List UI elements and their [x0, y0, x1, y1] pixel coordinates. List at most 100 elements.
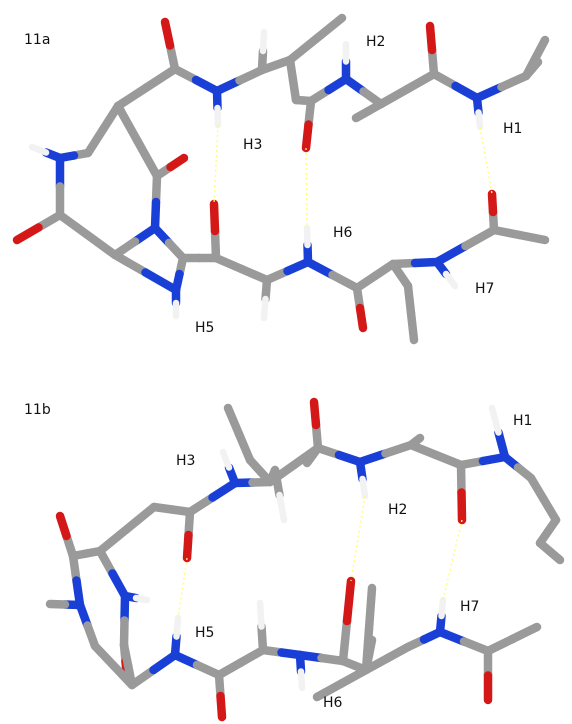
bond-h3-n3	[214, 104, 222, 129]
bond-r1-c1	[83, 125, 108, 158]
bond-ca2-c2p	[376, 84, 412, 109]
bond-o9-c9	[166, 153, 189, 172]
bond-c3x-c3p	[302, 451, 317, 468]
bond-c1-c9	[113, 101, 142, 146]
bond-c6-o6	[338, 616, 352, 666]
hydrogen-bond-h2-o6	[350, 495, 366, 582]
bond-h1-n1	[488, 404, 502, 436]
bond-c2-c1	[142, 64, 180, 92]
bond-cb3e-cb3	[223, 403, 244, 439]
bond-ca2b-ca2	[411, 433, 425, 446]
bond-cb3-cb3e	[285, 34, 321, 65]
bond-ce1-n1	[497, 71, 531, 92]
bond-ca3-c3p	[265, 460, 299, 487]
bond-h5-n5	[173, 614, 182, 640]
panel-11b-bonds	[45, 397, 565, 722]
bond-c4-ca4	[211, 253, 246, 274]
bond-h3b-cb3d	[276, 491, 288, 524]
panel-11b-h5-label: H5	[195, 625, 214, 641]
bond-cb3-cb3e	[234, 429, 255, 465]
hydrogen-bond-o3-h6	[305, 147, 308, 229]
bond-c10-c11	[55, 210, 92, 240]
panel-11b-label: 11b	[24, 402, 51, 418]
panel-11a-hbonds	[213, 124, 493, 229]
hydrogen-bond-h1-o7	[479, 126, 493, 195]
bond-cb6-ca6	[364, 583, 377, 634]
bond-c7-n7	[459, 637, 493, 656]
bond-o4-c4	[216, 691, 227, 722]
bond-h2-n2	[359, 475, 369, 500]
bond-n11-c9	[150, 197, 161, 233]
bond-c1h-c1g	[545, 547, 565, 565]
bond-c11-n5	[110, 250, 150, 277]
bond-c7-n7	[461, 225, 499, 251]
bond-ca2-n2	[381, 440, 416, 458]
bond-ca4-c4	[237, 264, 272, 285]
bond-h3-n3	[219, 448, 233, 471]
bond-ca2-c2p	[406, 440, 441, 460]
bond-ce2-ce1	[531, 35, 550, 63]
bond-n2-ca2	[355, 449, 390, 467]
panel-11a-h3-label: H3	[243, 137, 262, 153]
bond-h7-n7	[438, 596, 447, 620]
panel-11a-bonds	[12, 13, 550, 345]
bond-n7-c7	[435, 627, 469, 646]
bond-o6-c6	[342, 576, 356, 626]
bond-c11-c10	[83, 230, 120, 260]
bond-c12-n5	[127, 665, 158, 690]
bond-h11-n11	[132, 594, 151, 604]
panel-11a-h5-label: H5	[195, 320, 214, 336]
bond-r1-n11	[95, 546, 117, 578]
bond-c4-o4	[210, 226, 221, 263]
hydrogen-bond-h3-o4	[213, 124, 219, 205]
bond-cx6-ca6	[312, 679, 346, 702]
bond-n1-ce1	[472, 82, 506, 103]
bond-c9-n11	[151, 171, 162, 207]
bond-c6-n6	[328, 270, 362, 293]
panel-11b-hbonds	[177, 495, 463, 619]
bond-c2-n3	[185, 493, 217, 517]
panel-11a-h2-label: H2	[366, 34, 385, 50]
bond-c7-cm7	[489, 225, 524, 240]
bond-c2p-ca2	[403, 69, 439, 94]
panel-11a: 11a H1 H2 H3 H5 H6 H7	[12, 13, 550, 345]
bond-h6-n6	[303, 224, 311, 249]
bond-o4-c4	[209, 199, 220, 236]
bond-o9-c9	[55, 511, 71, 541]
bond-h4-ca4	[260, 295, 269, 322]
bond-h3a-ca3	[259, 28, 268, 55]
bond-o6-c6	[355, 303, 368, 333]
bond-h7-n7	[442, 270, 459, 290]
bond-c10-c12	[90, 641, 118, 670]
bond-n6-c6	[303, 257, 337, 280]
bond-h9-n9	[28, 143, 50, 156]
bond-n3-c2	[208, 478, 240, 502]
bond-c1-c2	[113, 83, 151, 111]
panel-11a-label: 11a	[24, 32, 50, 48]
bond-n7-c7	[432, 241, 470, 267]
panel-11b-h1-label: H1	[513, 413, 532, 429]
bond-o3-c3p	[301, 120, 313, 153]
panel-11b: 11b H1 H2 H3 H5 H6 H7	[24, 397, 565, 722]
bond-c2p-o2p	[456, 460, 466, 497]
bond-ca6-cx6	[337, 665, 371, 688]
bond-o7-c7	[487, 189, 498, 217]
panel-11b-h2-label: H2	[388, 502, 407, 518]
bond-h6-n6	[297, 668, 306, 692]
bond-c9-c1	[133, 136, 162, 181]
bond-c7-cm7	[483, 634, 517, 656]
hydrogen-bond-o2-h5	[177, 557, 188, 619]
panel-11a-h6-label: H6	[333, 225, 353, 241]
panel-11b-h6-label: H6	[323, 695, 343, 711]
bond-n11-r1	[108, 569, 130, 601]
bond-ce3-ce1	[527, 57, 543, 74]
panel-11a-h1-label: H1	[503, 121, 522, 137]
bond-cm7-c7	[508, 622, 542, 644]
bond-c1-r1	[122, 502, 159, 534]
bond-cm7-c7	[515, 230, 550, 245]
bond-n5-c11	[141, 268, 181, 295]
bond-cg6-ca6	[364, 635, 377, 660]
bond-o2-c2	[182, 530, 193, 563]
bond-c2p-ca2	[431, 450, 466, 470]
